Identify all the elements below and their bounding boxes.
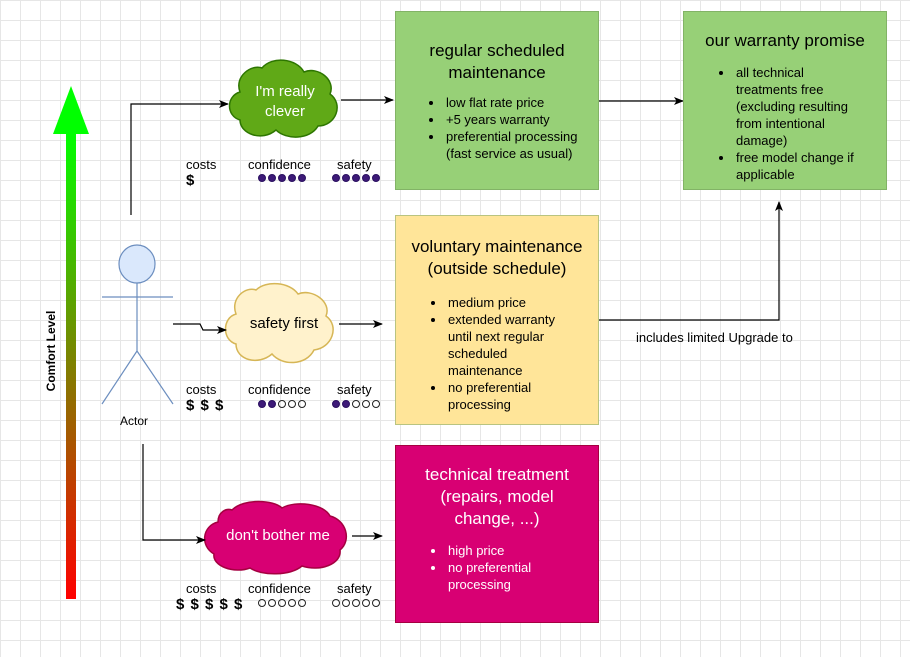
cost-value: $ $ $ $ $	[176, 596, 244, 613]
actor-figure	[101, 244, 174, 405]
bullet-item: preferential processing (fast service as…	[444, 128, 598, 162]
cloud-safety	[224, 282, 334, 364]
cloud-dont-bother-text: don't bother me	[226, 527, 330, 544]
bullet-item: free model change if applicable	[734, 149, 868, 183]
cloud-clever	[228, 59, 338, 138]
comfort-axis-arrow	[53, 86, 89, 599]
rating-dot-empty	[278, 599, 286, 607]
rating-dot-empty	[298, 400, 306, 408]
costs-header: costs	[186, 157, 217, 172]
bullet-item: extended warranty until next regular sch…	[446, 311, 574, 379]
regular-maintenance-box: regular scheduled maintenance low flat r…	[395, 11, 599, 190]
safety-header: safety	[337, 581, 372, 596]
rating-dot-filled	[332, 174, 340, 182]
warranty-promise-box: our warranty promise all technical treat…	[683, 11, 887, 190]
rating-dot-empty	[372, 599, 380, 607]
safety-dots	[332, 174, 380, 182]
rating-dot-empty	[352, 400, 360, 408]
costs-header: costs	[186, 581, 217, 596]
edge-actor-to-dontbother	[142, 444, 206, 544]
rating-dot-filled	[268, 174, 276, 182]
edge-voluntary-to-warranty	[599, 201, 783, 321]
safety-header: safety	[337, 382, 372, 397]
rating-dot-filled	[258, 400, 266, 408]
rating-dot-filled	[352, 174, 360, 182]
actor-label: Actor	[120, 414, 149, 428]
confidence-dots	[258, 174, 306, 182]
rating-dot-empty	[372, 400, 380, 408]
voluntary-maintenance-title: voluntary maintenance (outside schedule)	[411, 237, 583, 278]
rating-dot-filled	[332, 400, 340, 408]
rating-dot-filled	[342, 174, 350, 182]
rating-dot-filled	[258, 174, 266, 182]
rating-dot-empty	[258, 599, 266, 607]
rating-dot-filled	[362, 174, 370, 182]
rating-dot-empty	[298, 599, 306, 607]
confidence-dots	[258, 599, 306, 607]
voluntary-maintenance-box: voluntary maintenance (outside schedule)…	[395, 215, 599, 425]
edge-label-upgrade: includes limited Upgrade to	[636, 330, 793, 345]
warranty-promise-title: our warranty promise	[705, 31, 865, 50]
costs-header: costs	[186, 382, 217, 397]
confidence-header: confidence	[248, 157, 311, 172]
safety-dots	[332, 400, 380, 408]
regular-maintenance-list: low flat rate price+5 years warrantypref…	[396, 94, 598, 162]
safety-header: safety	[337, 157, 372, 172]
rating-dot-empty	[362, 400, 370, 408]
bullet-item: no preferential processing	[446, 559, 578, 593]
rating-dot-filled	[268, 400, 276, 408]
confidence-header: confidence	[248, 382, 311, 397]
technical-treatment-title: technical treatment (repairs, model chan…	[425, 465, 569, 528]
voluntary-maintenance-list: medium priceextended warranty until next…	[396, 294, 598, 413]
rating-dot-empty	[288, 599, 296, 607]
rating-dot-empty	[342, 599, 350, 607]
confidence-header: confidence	[248, 581, 311, 596]
rating-dot-empty	[352, 599, 360, 607]
rating-dot-empty	[278, 400, 286, 408]
rating-dot-empty	[288, 400, 296, 408]
confidence-dots	[258, 400, 306, 408]
comfort-level-label: Comfort Level	[44, 310, 58, 392]
rating-dot-empty	[362, 599, 370, 607]
bullet-item: no preferential processing	[446, 379, 574, 413]
edge-actor-to-clever	[130, 100, 229, 215]
safety-dots	[332, 599, 380, 607]
regular-maintenance-title: regular scheduled maintenance	[429, 41, 565, 82]
cloud-safety-text: safety first	[249, 315, 319, 332]
cost-value: $	[186, 172, 196, 189]
cost-value: $ $ $	[186, 397, 225, 414]
rating-dot-filled	[288, 174, 296, 182]
edge-actor-to-safety	[173, 323, 227, 334]
technical-treatment-box: technical treatment (repairs, model chan…	[395, 445, 599, 623]
bullet-item: all technical treatments free (excluding…	[734, 64, 868, 149]
technical-treatment-list: high priceno preferential processing	[396, 542, 598, 593]
rating-dot-empty	[332, 599, 340, 607]
bullet-item: low flat rate price	[444, 94, 598, 111]
rating-dot-filled	[298, 174, 306, 182]
bullet-item: +5 years warranty	[444, 111, 598, 128]
cloud-clever-text: I'm really clever	[255, 83, 315, 120]
warranty-promise-list: all technical treatments free (excluding…	[684, 64, 886, 183]
cloud-dont-bother	[204, 500, 348, 575]
rating-dot-filled	[342, 400, 350, 408]
rating-dot-empty	[268, 599, 276, 607]
bullet-item: medium price	[446, 294, 574, 311]
bullet-item: high price	[446, 542, 578, 559]
rating-dot-filled	[372, 174, 380, 182]
rating-dot-filled	[278, 174, 286, 182]
